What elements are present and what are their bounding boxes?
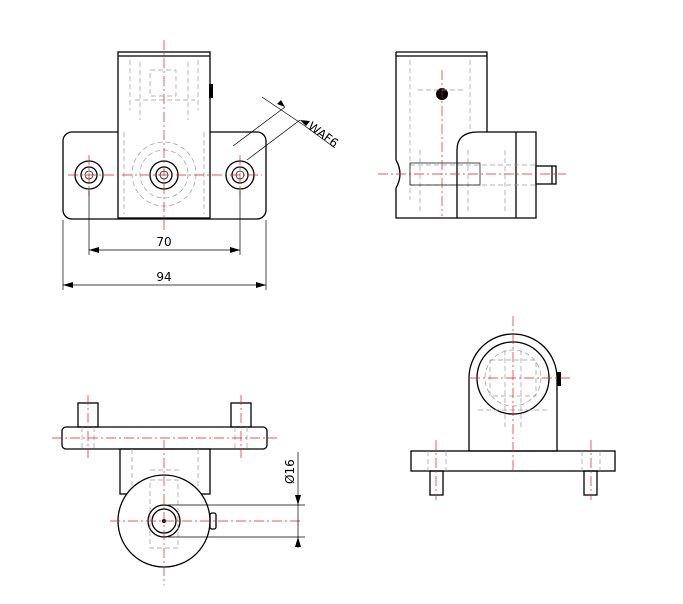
end-view [410, 316, 616, 500]
end-hidden-lines [478, 350, 548, 430]
dim-arrow [277, 100, 285, 107]
front-view: 70 94 WAF6 [62, 40, 341, 290]
side-clamp-outline [456, 131, 537, 219]
dim-text-94: 94 [156, 270, 171, 284]
side-upright-outline [395, 51, 488, 219]
dim-text-70: 70 [156, 235, 171, 249]
end-center-lines [435, 316, 592, 500]
end-hidden-bolt-lines [427, 451, 601, 471]
side-shaft-stub [535, 165, 557, 185]
top-center-lines [52, 395, 300, 585]
side-center-lines [378, 70, 566, 216]
dim-text-waf: WAF6 [305, 119, 341, 150]
dim-arrow [300, 120, 310, 126]
dim-text-diameter: Ø16 [283, 459, 297, 484]
top-hidden-body [149, 479, 179, 549]
dim-arrow [256, 282, 266, 288]
side-view [378, 51, 566, 219]
dim-arrow [230, 247, 240, 253]
set-screw-side [209, 84, 213, 98]
end-set-screw [557, 372, 561, 386]
dim-line-94 [62, 220, 267, 290]
dim-arrow [295, 495, 301, 505]
front-center-lines [68, 40, 262, 230]
end-left-bolt [429, 470, 444, 496]
dim-line-70 [88, 190, 241, 255]
dim-line-waf [232, 96, 336, 161]
dim-arrow [89, 247, 99, 253]
front-hidden-lines [123, 60, 205, 214]
end-right-bolt [583, 470, 598, 496]
top-view: Ø16 [52, 395, 305, 585]
dim-arrow [295, 537, 301, 547]
dim-arrow [63, 282, 73, 288]
